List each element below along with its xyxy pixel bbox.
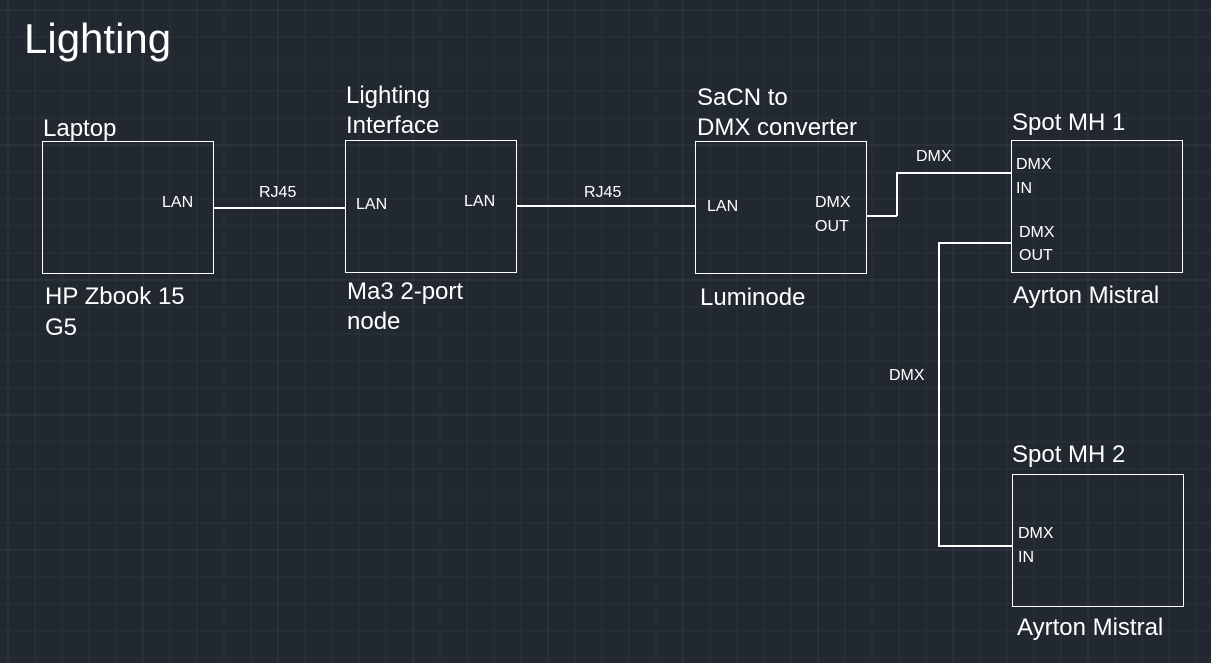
laptop-lan-port: LAN [162,194,194,211]
interface-model-line1: Ma3 2-port [347,278,464,305]
rj45-cable-2-label: RJ45 [584,184,622,201]
dmx-cable-2-seg-c [938,545,1012,547]
spot1-label: Spot MH 1 [1012,109,1126,136]
interface-label-line2: Interface [346,112,440,139]
spot1-dmx-in-line2: IN [1016,180,1032,197]
converter-label-line2: DMX converter [697,114,858,141]
laptop-model-line2: G5 [45,314,78,341]
laptop-label: Laptop [43,115,117,142]
dmx-cable-1-seg-c [896,172,1012,174]
spot1-dmx-out-line2: OUT [1019,247,1053,264]
dmx-cable-1-seg-a [867,215,897,217]
spot2-model: Ayrton Mistral [1017,614,1164,641]
rj45-cable-1-label: RJ45 [259,184,297,201]
spot2-box[interactable]: DMX IN [1012,474,1184,607]
dmx-cable-1-label: DMX [916,148,952,165]
converter-dmx-out-line1: DMX [815,194,851,211]
converter-box[interactable]: LAN DMX OUT [695,141,867,274]
laptop-box[interactable]: LAN [42,141,214,274]
spot2-label: Spot MH 2 [1012,441,1126,468]
converter-dmx-out-line2: OUT [815,218,849,235]
spot1-dmx-in-line1: DMX [1016,156,1052,173]
interface-box[interactable]: LAN LAN [345,140,517,273]
rj45-cable-1 [214,207,346,209]
spot1-model: Ayrton Mistral [1013,282,1160,309]
dmx-cable-1-seg-b [896,172,898,216]
converter-model: Luminode [700,284,806,311]
dmx-cable-2-label: DMX [889,367,925,384]
spot1-dmx-out-line1: DMX [1019,224,1055,241]
page-title: Lighting [24,15,172,62]
spot1-box[interactable]: DMX IN DMX OUT [1011,140,1183,273]
laptop-model-line1: HP Zbook 15 [45,283,185,310]
converter-label-line1: SaCN to [697,84,788,111]
interface-lan-in-port: LAN [356,196,388,213]
interface-label-line1: Lighting [346,82,431,109]
interface-lan-out-port: LAN [464,193,496,210]
interface-model-line2: node [347,308,401,335]
converter-lan-in-port: LAN [707,198,739,215]
spot2-dmx-in-line2: IN [1018,549,1034,566]
dmx-cable-2-seg-a [938,242,1012,244]
dmx-cable-2-seg-b [938,242,940,546]
spot2-dmx-in-line1: DMX [1018,525,1054,542]
rj45-cable-2 [517,205,696,207]
